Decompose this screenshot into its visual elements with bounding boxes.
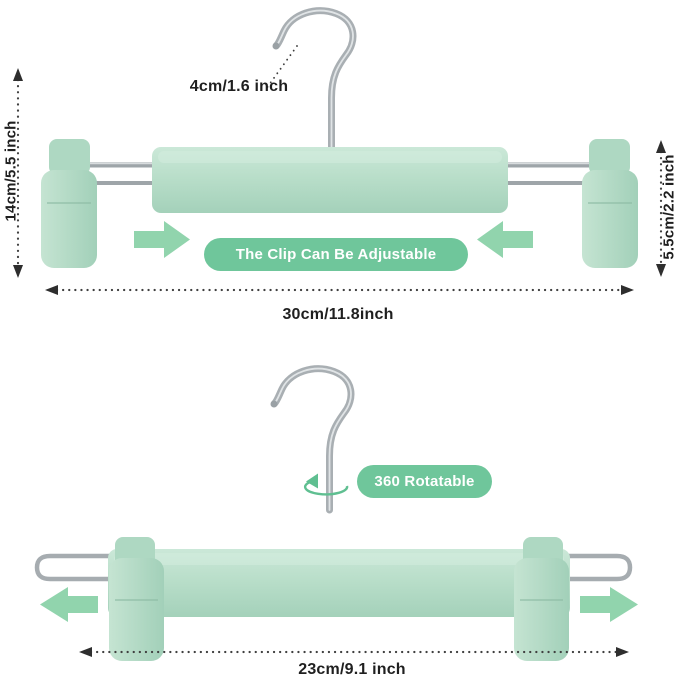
extend-arrow-right-icon (580, 587, 638, 622)
top-left-clip (41, 139, 97, 268)
bottom-left-wire (34, 553, 111, 582)
bottom-hanger-bar (108, 549, 570, 617)
extend-arrow-left-icon (40, 587, 98, 622)
top-right-clip (582, 139, 638, 268)
bottom-hanger-width-dimension-label: 23cm/9.1 inch (298, 661, 406, 678)
hanger-width-dimension-label: 30cm/11.8inch (282, 306, 394, 323)
clip-dimension-line (656, 140, 666, 277)
adjust-arrow-left-icon (477, 221, 533, 258)
rotate-360-icon (303, 473, 349, 496)
top-hanger-bar (152, 147, 508, 213)
hook-width-dimension-label: 4cm/1.6 inch (189, 78, 289, 95)
bottom-hanger-hook-icon (271, 369, 351, 510)
rotatable-badge: 360 Rotatable (357, 465, 492, 498)
bottom-hanger (34, 369, 638, 661)
top-hanger (13, 11, 666, 295)
height-dimension-line (13, 68, 23, 278)
adjust-arrow-right-icon (134, 221, 190, 258)
hanger-height-dimension-label: 14cm/5.5 inch (2, 120, 20, 222)
clip-height-dimension-label: 5.5cm/2.2 inch (660, 154, 678, 260)
hook-dim-leader-line (265, 45, 298, 90)
width-dimension-line-30 (45, 285, 634, 295)
bottom-right-clip (514, 537, 569, 661)
bottom-right-wire (567, 553, 633, 582)
bottom-left-clip (109, 537, 164, 661)
adjustable-clip-badge: The Clip Can Be Adjustable (204, 238, 468, 271)
width-dimension-line-23 (79, 647, 629, 657)
